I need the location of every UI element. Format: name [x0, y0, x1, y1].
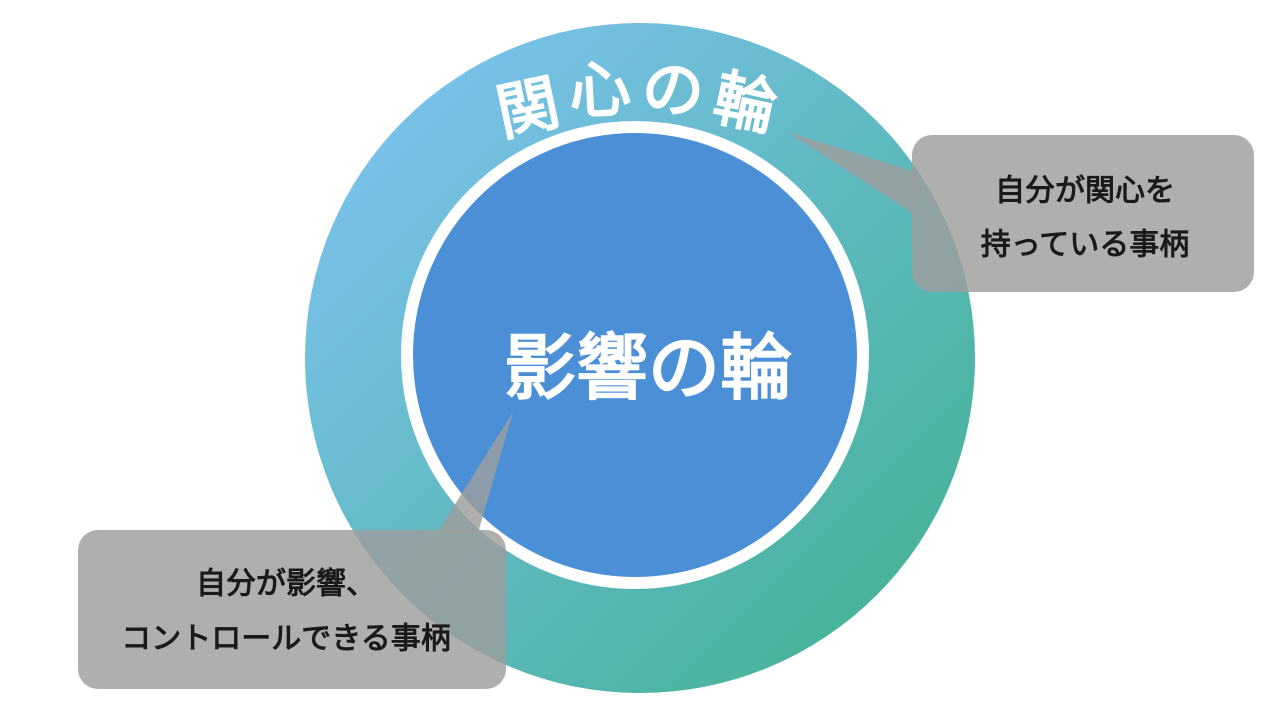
- callout-concern: 自分が関心を 持っている事柄: [788, 132, 1254, 292]
- callout-influence-pointer: [437, 412, 513, 533]
- inner-circle-label: 影響の輪: [504, 326, 792, 410]
- outer-circle-label: 関 心 の 輪: [490, 51, 783, 150]
- outer-label-char-2: 心: [567, 52, 633, 128]
- outer-label-char-4: 輪: [707, 61, 783, 145]
- outer-label-char-3: の: [640, 51, 707, 128]
- inner-circle-influence: [401, 121, 869, 589]
- outer-label-char-1: 関: [490, 66, 566, 150]
- callout-influence-line-1: 自分が影響、: [196, 567, 376, 602]
- callout-concern-pointer: [788, 132, 915, 215]
- callout-concern-line-1: 自分が関心を: [995, 174, 1175, 209]
- callout-concern-line-2: 持っている事柄: [981, 228, 1190, 263]
- callout-influence-box: [78, 530, 506, 689]
- callout-influence: 自分が影響、 コントロールできる事柄: [78, 412, 513, 689]
- callout-concern-box: [912, 135, 1254, 292]
- callout-influence-line-2: コントロールできる事柄: [121, 622, 450, 657]
